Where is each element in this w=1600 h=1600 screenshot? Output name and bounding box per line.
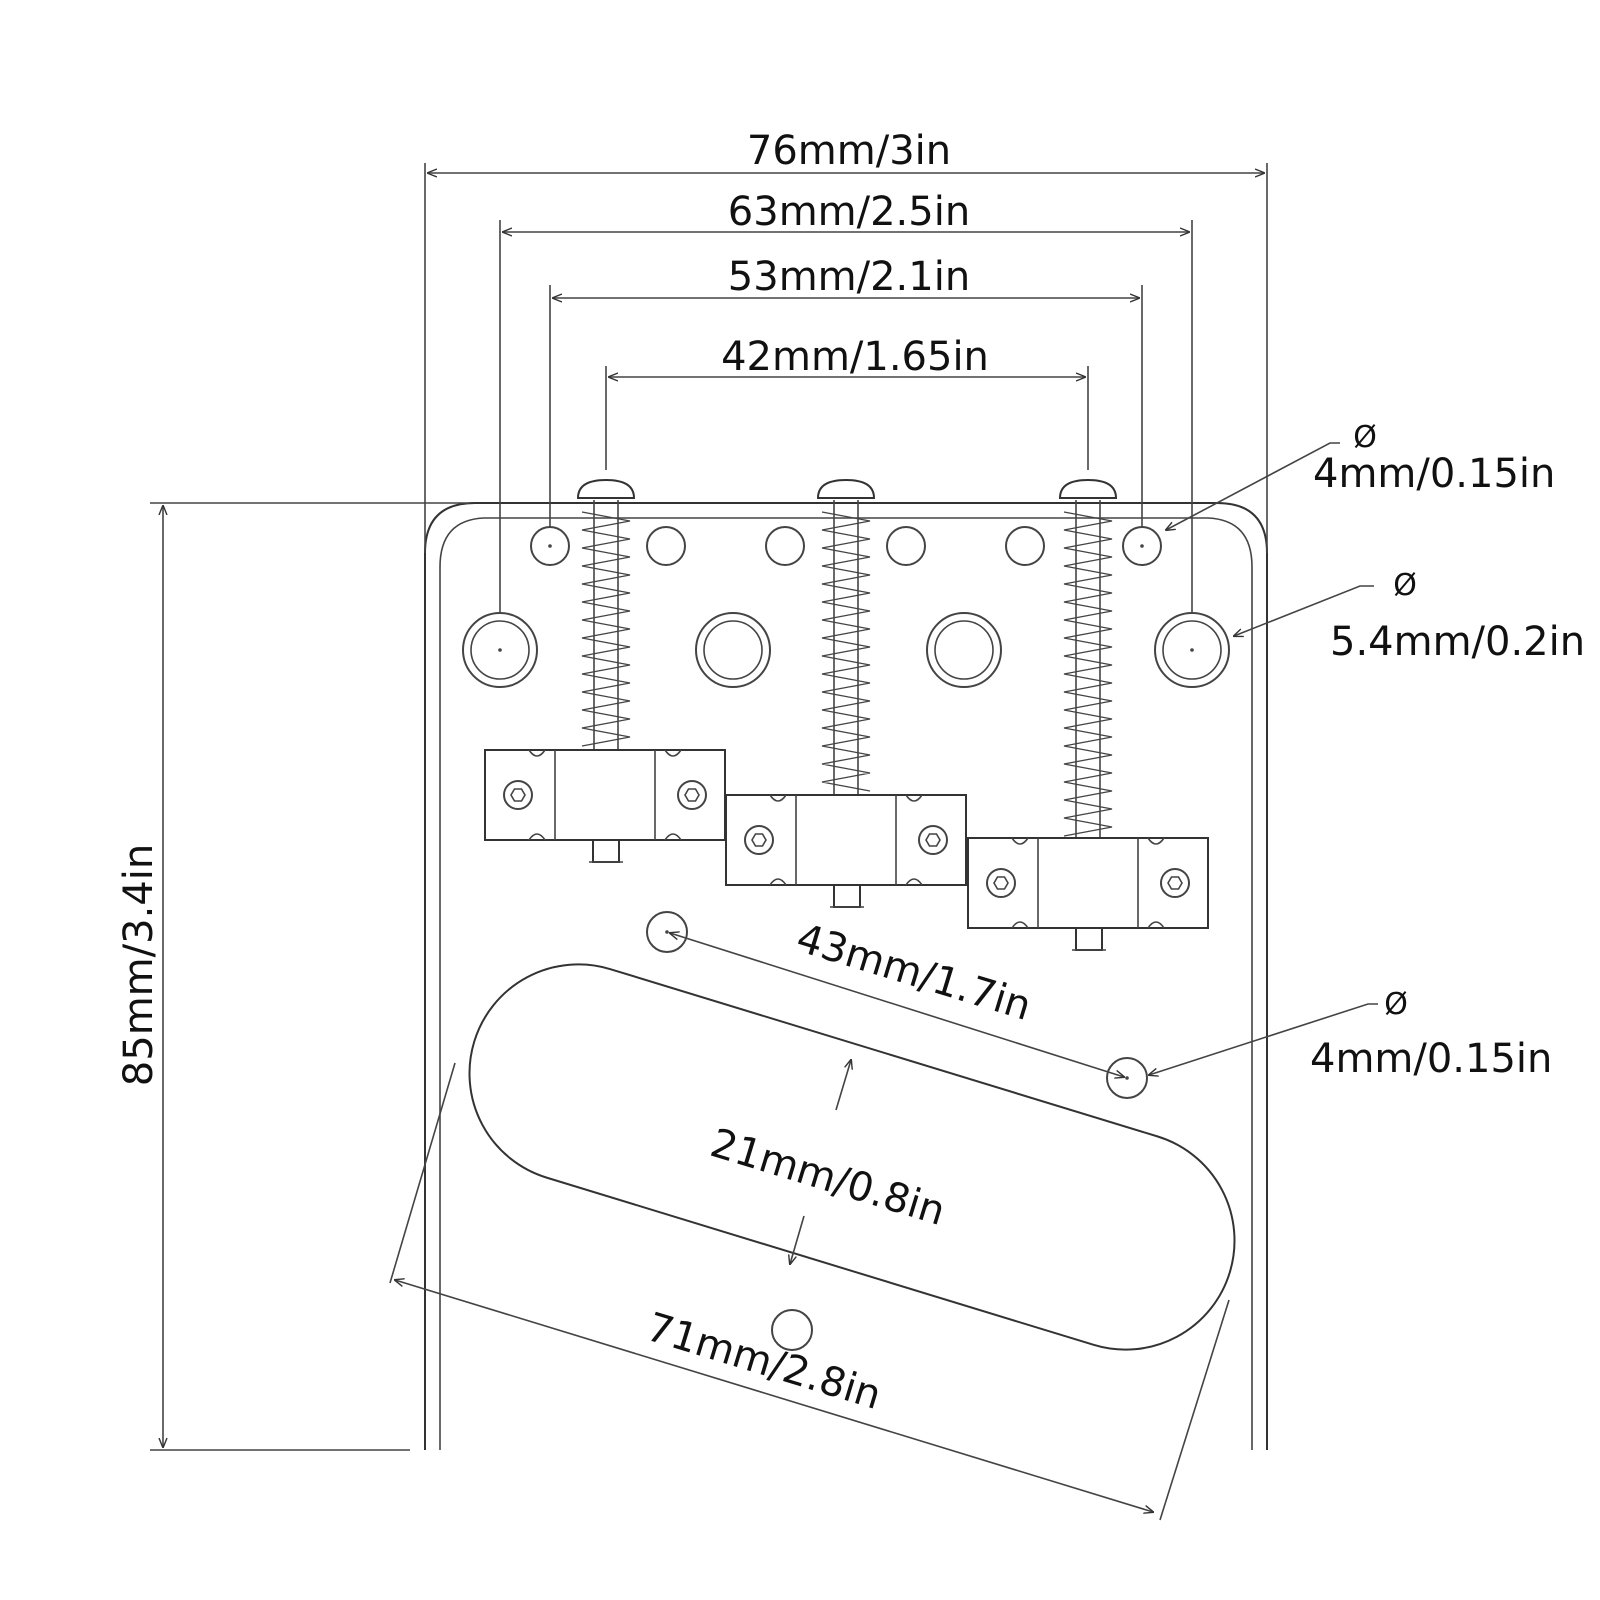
hex-screw bbox=[677, 780, 707, 810]
hole-small bbox=[646, 526, 686, 566]
intonation-screw bbox=[1058, 478, 1118, 838]
dim-pickup-length: 71mm/2.8in bbox=[389, 1062, 1230, 1521]
diameter-symbol: Ø bbox=[1393, 568, 1417, 603]
dim-pickup-length-label: 71mm/2.8in bbox=[641, 1304, 886, 1419]
diameter-symbol: Ø bbox=[1353, 420, 1377, 455]
mount-hole-large bbox=[462, 612, 538, 688]
hex-screw bbox=[744, 825, 774, 855]
dim-pickup-width-label: 21mm/0.8in bbox=[705, 1120, 950, 1235]
dim-overall-width-label: 76mm/3in bbox=[747, 128, 951, 174]
spring bbox=[581, 511, 631, 747]
hex-screw bbox=[1160, 868, 1190, 898]
saddle bbox=[484, 749, 726, 863]
extension-lines bbox=[150, 163, 1268, 1451]
dim-screw-span-label: 42mm/1.65in bbox=[721, 334, 989, 380]
dim-overall-width: 76mm/3in bbox=[428, 128, 1264, 174]
large-holes-row bbox=[462, 612, 1230, 688]
callout-large-hole-value: 5.4mm/0.2in bbox=[1330, 619, 1585, 665]
bridge-plate bbox=[424, 502, 1268, 1450]
dim-screw-span: 42mm/1.65in bbox=[609, 334, 1085, 380]
spring bbox=[821, 511, 871, 792]
pickup-slot bbox=[468, 963, 1236, 1351]
mount-hole-large bbox=[1154, 612, 1230, 688]
small-holes-row bbox=[530, 526, 1162, 566]
hole-small bbox=[886, 526, 926, 566]
hole-small bbox=[765, 526, 805, 566]
hex-screw bbox=[986, 868, 1016, 898]
hole-large bbox=[926, 612, 1002, 688]
saddle bbox=[725, 794, 967, 908]
dim-plate-height-label: 85mm/3.4in bbox=[116, 844, 162, 1086]
dim-pickup-hole-span-label: 43mm/1.7in bbox=[791, 915, 1036, 1030]
dim-small-hole-span: 53mm/2.1in bbox=[553, 254, 1139, 300]
callout-pickup-hole: Ø 4mm/0.15in bbox=[1149, 987, 1552, 1082]
spring bbox=[1063, 511, 1113, 837]
dim-plate-height: 85mm/3.4in bbox=[116, 506, 163, 1447]
callout-pickup-hole-value: 4mm/0.15in bbox=[1310, 1036, 1552, 1082]
dim-pickup-width: 21mm/0.8in bbox=[705, 1060, 950, 1264]
dim-small-hole-span-label: 53mm/2.1in bbox=[728, 254, 970, 300]
hex-screw bbox=[918, 825, 948, 855]
callout-small-hole-value: 4mm/0.15in bbox=[1313, 451, 1555, 497]
hole-small bbox=[1005, 526, 1045, 566]
intonation-screw bbox=[816, 478, 876, 795]
intonation-screw bbox=[576, 478, 636, 750]
callout-large-hole: Ø 5.4mm/0.2in bbox=[1234, 568, 1585, 665]
hole-large bbox=[695, 612, 771, 688]
saddle bbox=[967, 837, 1209, 951]
dim-outer-mount-span: 63mm/2.5in bbox=[503, 189, 1189, 235]
hex-screw bbox=[503, 780, 533, 810]
diameter-symbol: Ø bbox=[1384, 987, 1408, 1022]
callout-small-hole: Ø 4mm/0.15in bbox=[1166, 420, 1555, 530]
dim-pickup-hole-span: 43mm/1.7in bbox=[670, 915, 1124, 1077]
dim-outer-mount-span-label: 63mm/2.5in bbox=[728, 189, 970, 235]
